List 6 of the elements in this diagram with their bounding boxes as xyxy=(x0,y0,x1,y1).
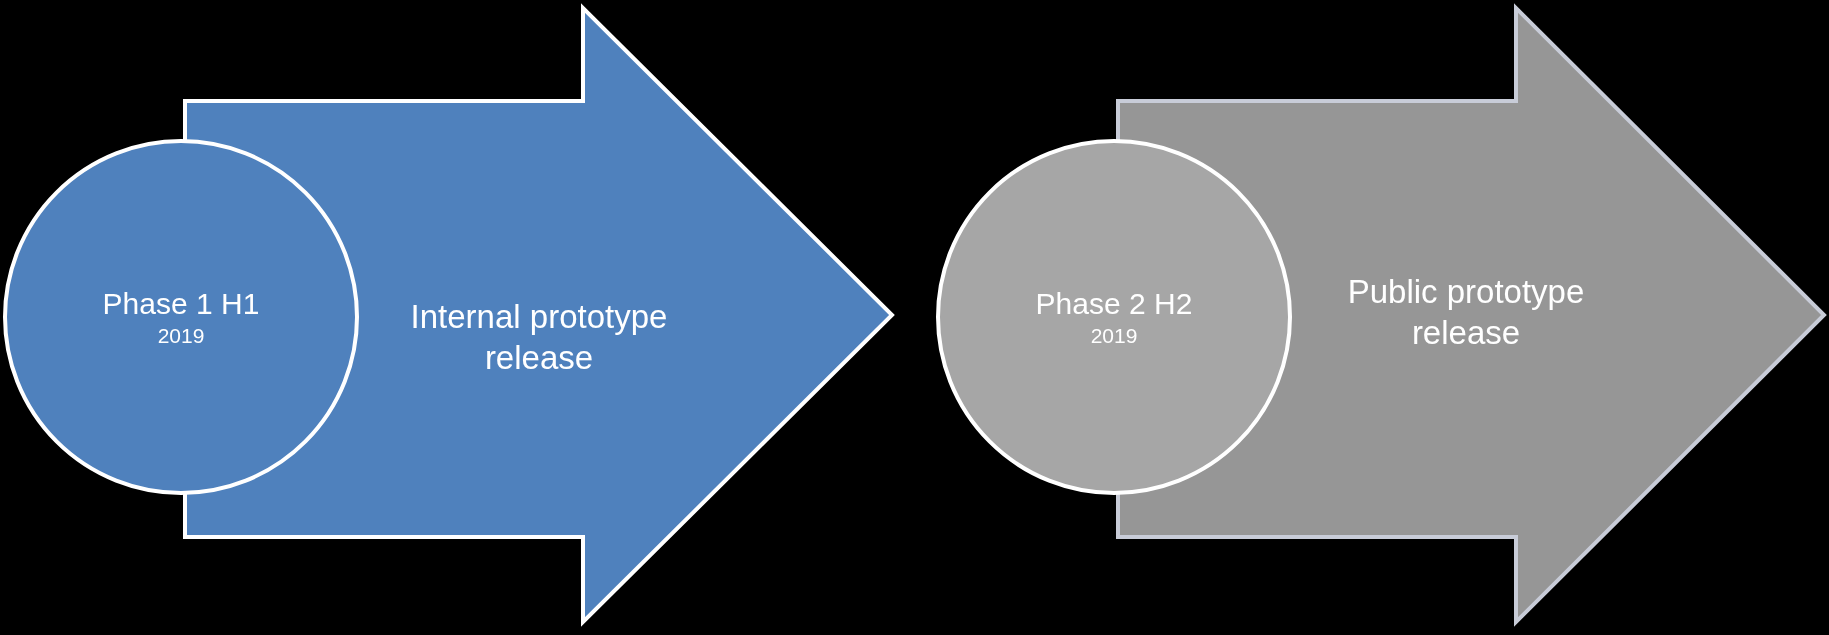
milestone-text: Internal prototype release xyxy=(409,297,669,379)
phase-title: Phase 1 H1 xyxy=(102,286,260,323)
phase-title: Phase 2 H2 xyxy=(1035,286,1193,323)
year-text: 2019 xyxy=(1090,322,1138,349)
year-text: 2019 xyxy=(157,322,205,349)
milestone-text: Public prototype release xyxy=(1346,272,1586,354)
